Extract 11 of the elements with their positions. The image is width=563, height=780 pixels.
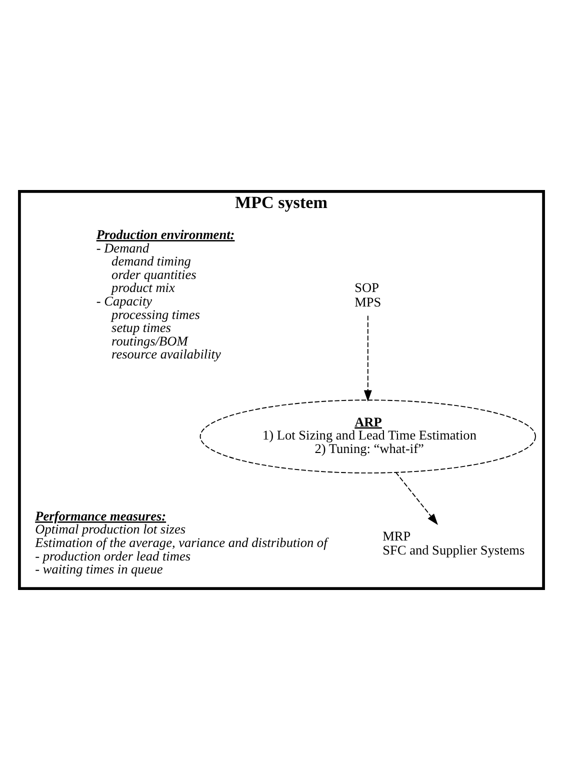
label: Production environment: <box>96 227 235 242</box>
node-text: MRP SFC and Supplier Systems <box>382 528 525 558</box>
arrow <box>395 472 438 526</box>
label: demand timing <box>112 254 191 269</box>
arrow <box>364 315 372 402</box>
label: Performance measures: <box>35 508 166 524</box>
label: Estimation of the average, variance and distribution of <box>35 535 328 550</box>
label: - Demand <box>96 240 150 256</box>
label: - Capacity <box>96 294 152 309</box>
node-ellipse: ARP 1) Lot Sizing and Lead Time Estimation 2) Tuning: “what-if” <box>200 400 536 474</box>
node-text: SOP MPS <box>354 280 382 310</box>
